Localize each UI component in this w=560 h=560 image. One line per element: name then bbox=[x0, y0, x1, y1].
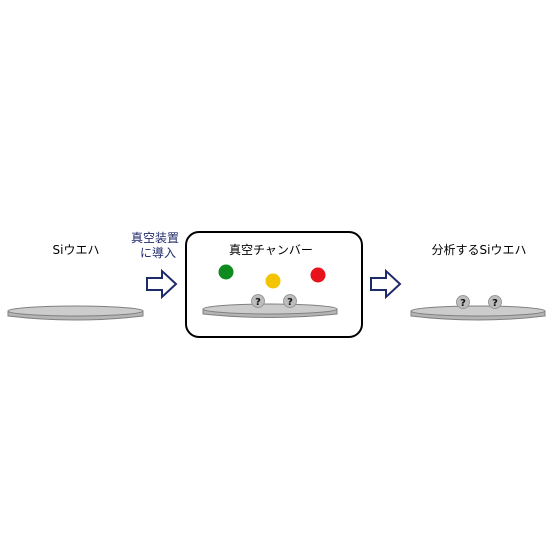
svg-text:?: ? bbox=[287, 297, 293, 308]
particle-green bbox=[218, 264, 234, 280]
unknown-particle: ? bbox=[283, 294, 297, 308]
unknown-particle: ? bbox=[456, 295, 470, 309]
analyzed-wafer bbox=[410, 305, 546, 321]
arrow-right-icon bbox=[370, 268, 402, 300]
particle-red bbox=[310, 267, 326, 283]
step-label-line1: 真空装置 bbox=[130, 231, 180, 245]
unknown-particle: ? bbox=[488, 295, 502, 309]
svg-text:?: ? bbox=[492, 298, 498, 309]
particle-yellow bbox=[265, 273, 281, 289]
chamber-label: 真空チャンバー bbox=[229, 243, 313, 257]
unknown-particle: ? bbox=[251, 294, 265, 308]
arrow-right-icon bbox=[146, 268, 178, 300]
step-label-line2: に導入 bbox=[139, 246, 177, 260]
svg-text:?: ? bbox=[460, 298, 466, 309]
si-wafer-label: Siウエハ bbox=[52, 243, 100, 257]
si-wafer bbox=[7, 305, 144, 321]
chamber-wafer bbox=[202, 303, 338, 318]
svg-text:?: ? bbox=[255, 297, 261, 308]
analyzed-wafer-label: 分析するSiウエハ bbox=[431, 243, 527, 257]
